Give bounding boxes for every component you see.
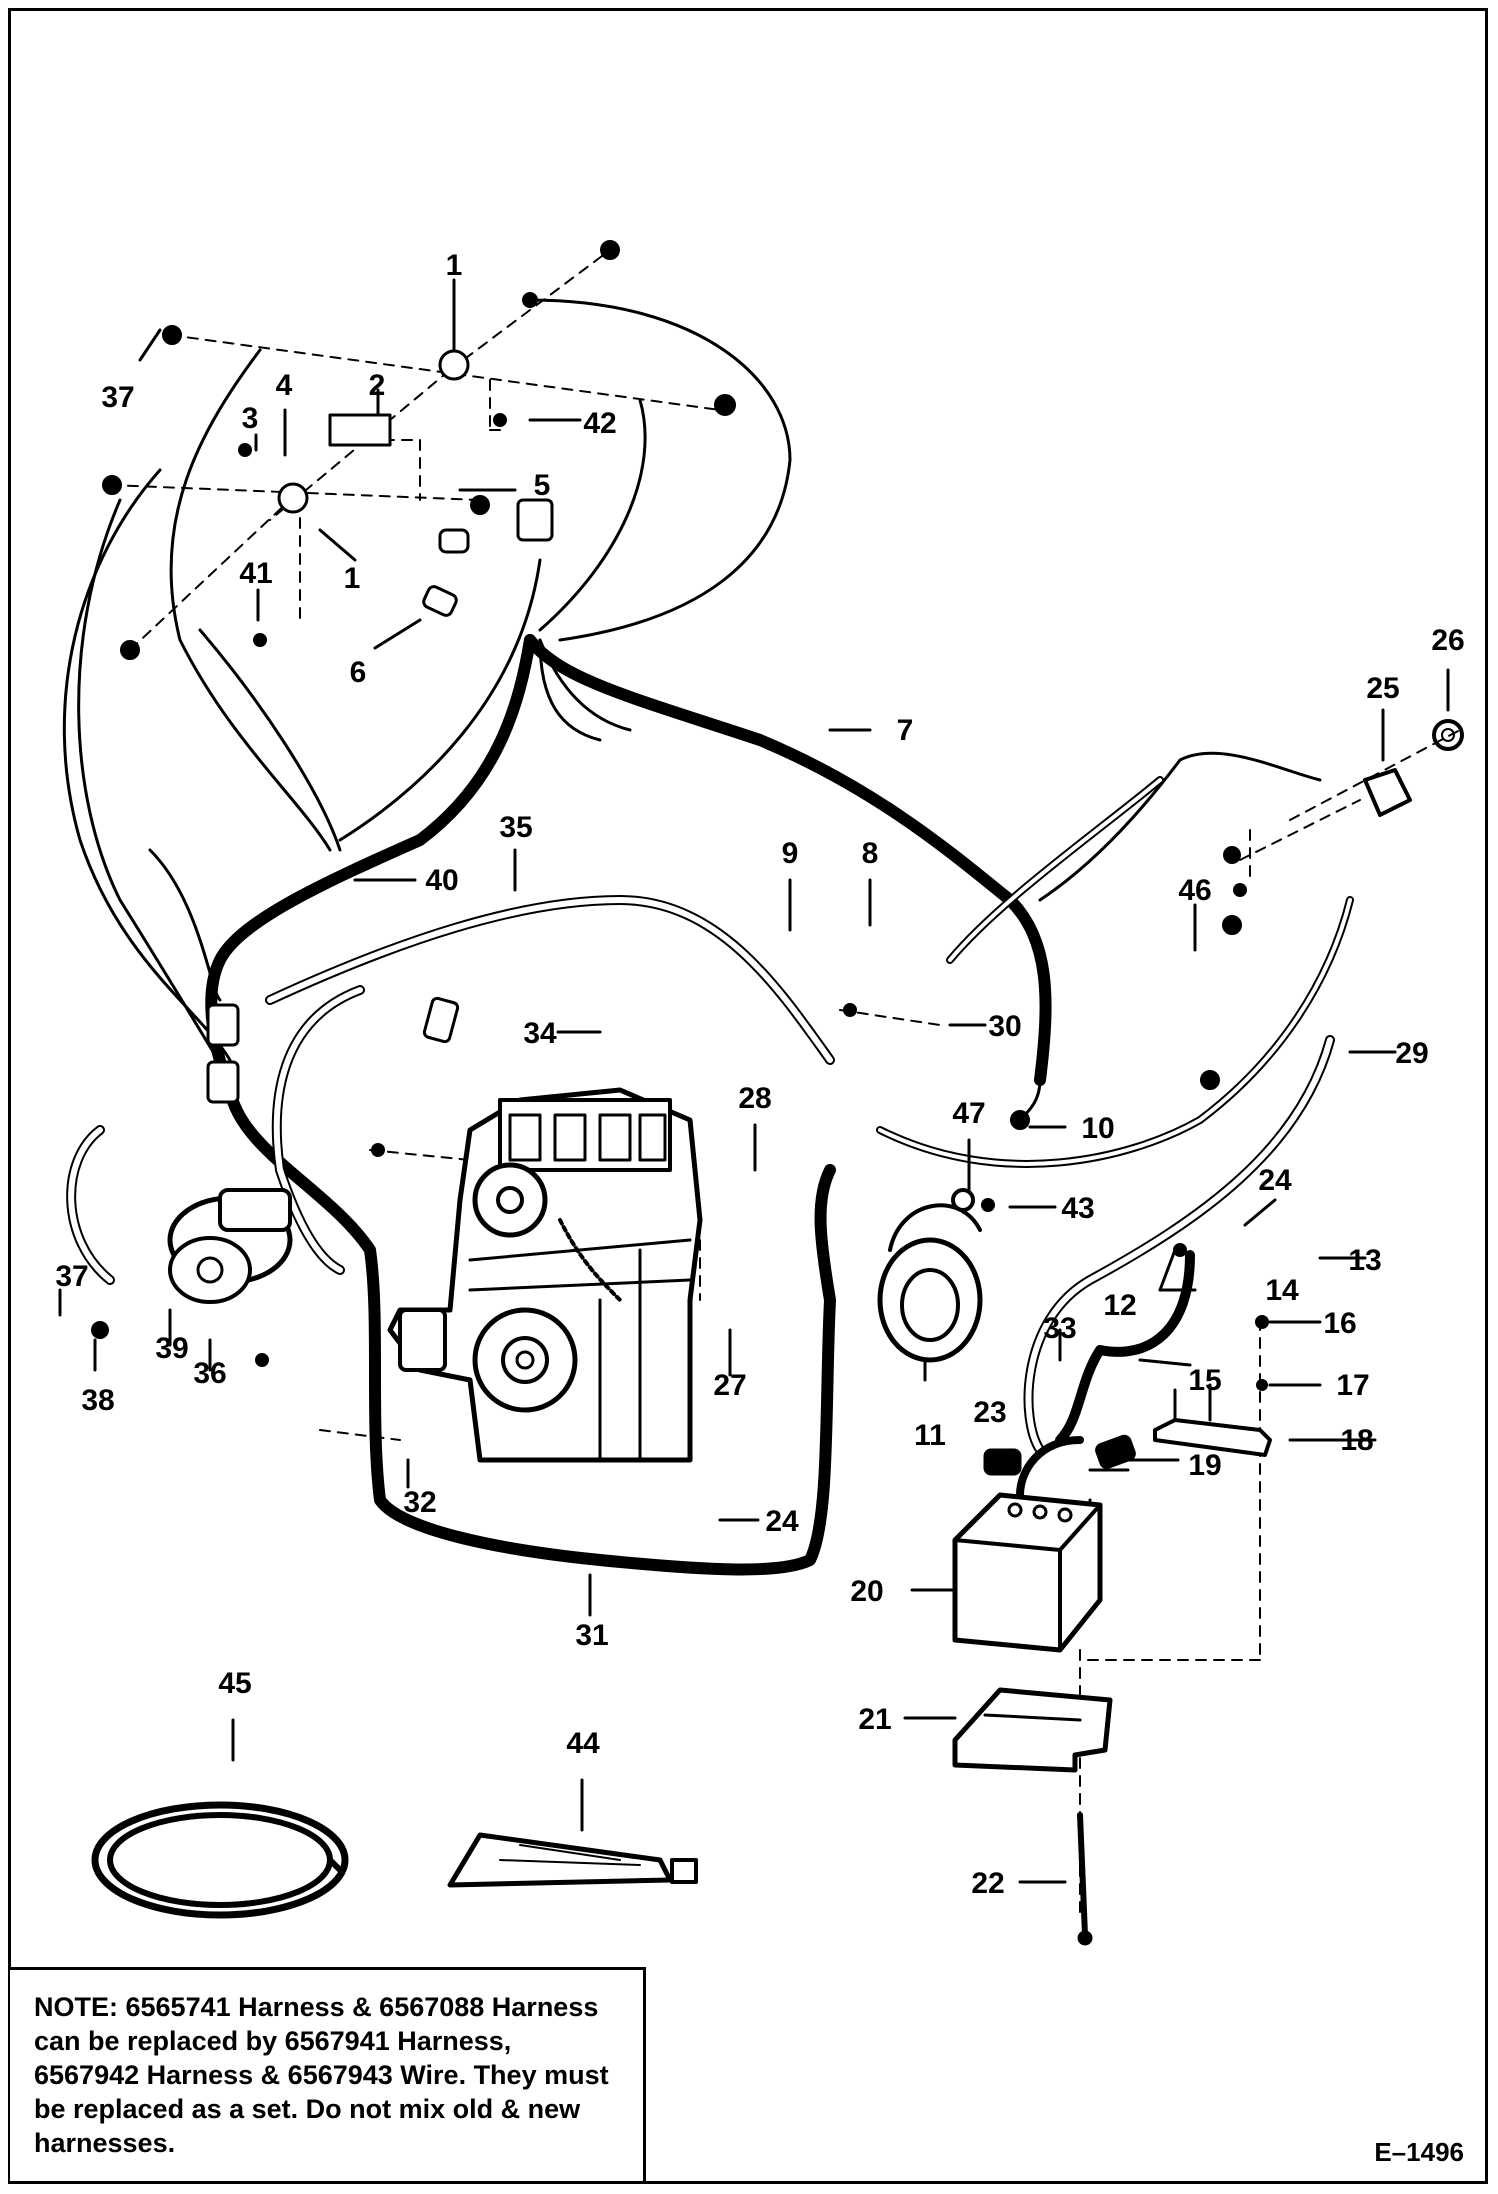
callout-18: 18 [1340,1424,1373,1457]
callout-24: 24 [1258,1164,1292,1197]
leader-lines [58,278,1450,1884]
wire-bundle [62,298,1322,1122]
callout-38: 38 [81,1384,114,1417]
callout-39: 39 [155,1332,188,1365]
callout-28: 28 [738,1082,771,1115]
callout-3: 3 [242,402,259,435]
cable-35 [265,895,835,1065]
callout-12: 12 [1103,1289,1136,1322]
callout-1: 1 [446,249,463,282]
connectors [206,349,554,1104]
note-label: NOTE: [34,1992,118,2022]
callout-2: 2 [369,369,386,402]
callout-30: 30 [988,1010,1021,1043]
assembly-lines [109,249,1461,1921]
callout-29: 29 [1395,1037,1428,1070]
callout-21: 21 [858,1703,891,1736]
starter-cable [66,985,365,1285]
callout-34: 34 [523,1017,557,1050]
callout-35: 35 [499,811,532,844]
fasteners [91,240,1269,1391]
wire-coil [91,1801,349,1919]
callout-31: 31 [575,1619,608,1652]
callout-46: 46 [1178,874,1211,907]
callout-10: 10 [1081,1112,1114,1145]
battery-cables [1016,1250,1195,1499]
callout-15: 15 [1188,1364,1221,1397]
callout-17: 17 [1336,1369,1369,1402]
battery [952,1492,1103,1653]
callout-24b: 24 [765,1505,799,1538]
callout-4: 4 [276,369,293,402]
callout-20: 20 [850,1575,883,1608]
cap-26 [1432,719,1464,751]
callout-33: 33 [1043,1312,1076,1345]
callout-42: 42 [583,407,616,440]
callout-1b: 1 [344,562,361,595]
callout-47: 47 [952,1097,985,1130]
callout-37b: 37 [55,1260,88,1293]
callout-43: 43 [1061,1192,1094,1225]
callout-37: 37 [101,381,134,414]
callout-32: 32 [403,1486,436,1519]
callout-36: 36 [193,1357,226,1390]
harness-7 [205,634,1052,1096]
note-text: NOTE: 6565741 Harness & 6567088 Harness … [34,1990,623,2160]
callout-13: 13 [1348,1244,1381,1277]
callout-25: 25 [1366,672,1399,705]
callout-26: 26 [1431,624,1464,657]
grease-tube [447,1832,698,1888]
battery-tray [952,1687,1113,1773]
note-box: NOTE: 6565741 Harness & 6567088 Harness … [10,1967,646,2181]
terminal-boots [983,1434,1136,1476]
callout-23: 23 [973,1396,1006,1429]
cable-29 [876,776,1354,1455]
bolt-22 [1077,1812,1093,1946]
note-body: 6565741 Harness & 6567088 Harness can be… [34,1992,609,2158]
callout-40: 40 [425,864,458,897]
drawing-id: E–1496 [1374,2137,1464,2167]
callout-27: 27 [713,1369,746,1402]
callout-14: 14 [1265,1274,1299,1307]
starter-motor [167,1188,293,1304]
hold-down-18 [1153,1418,1272,1457]
callout-16: 16 [1323,1307,1356,1340]
switch-25 [1363,768,1412,817]
callout-6: 6 [350,656,367,689]
diagram-frame [8,8,1488,2184]
callout-8: 8 [862,837,879,870]
callout-9: 9 [782,837,799,870]
callout-5: 5 [534,469,551,502]
callout-7: 7 [897,714,914,747]
harness-31 [224,1084,836,1576]
callout-22: 22 [971,1867,1004,1900]
callout-11: 11 [914,1419,946,1452]
alternator [877,1188,983,1363]
engine [387,1087,703,1463]
callout-19: 19 [1188,1449,1221,1482]
callout-44: 44 [566,1727,600,1760]
callout-41: 41 [239,557,272,590]
callouts: 1 37 2 4 3 42 1 5 41 6 7 26 25 35 40 9 8… [55,249,1464,1900]
callout-45: 45 [218,1667,251,1700]
